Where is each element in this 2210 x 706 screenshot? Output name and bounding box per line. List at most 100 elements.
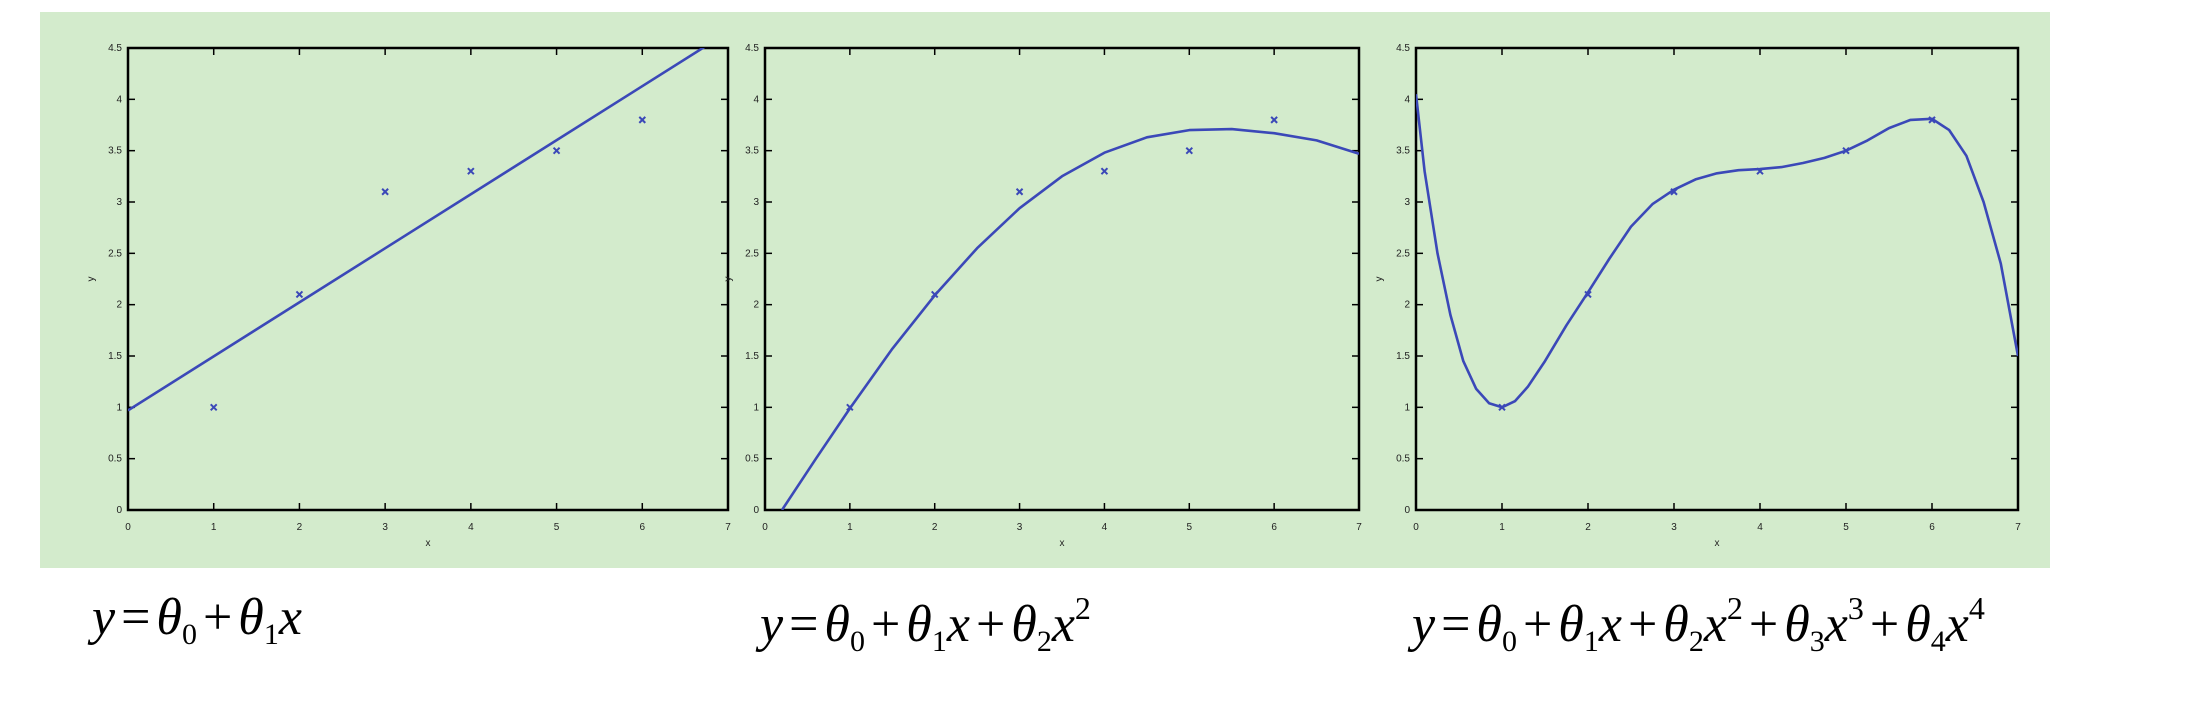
- equation-subscript: 4: [1930, 625, 1946, 658]
- equation-exponent: 2: [1074, 590, 1091, 626]
- equation-variable: x: [1598, 596, 1622, 653]
- equation-plus: +: [1869, 596, 1900, 653]
- data-point: [846, 403, 854, 412]
- x-tick-label: 2: [297, 522, 303, 533]
- x-tick-label: 2: [932, 522, 938, 533]
- equation-subscript: 2: [1036, 625, 1052, 658]
- data-point: [1584, 290, 1592, 299]
- equation-theta: θ: [1476, 596, 1502, 653]
- y-tick-label: 2: [1404, 300, 1410, 311]
- equation-subscript: 0: [1501, 625, 1517, 658]
- y-tick-label: 4: [753, 94, 759, 105]
- x-axis-label: x: [1715, 538, 1720, 549]
- linear-equation: y=θ0+θ1x: [92, 592, 302, 650]
- equation-theta: θ: [156, 589, 182, 646]
- equation-equals: =: [1441, 596, 1471, 653]
- equation-theta: θ: [906, 596, 932, 653]
- y-tick-label: 0.5: [1396, 454, 1410, 465]
- equation-subscript: 1: [931, 625, 947, 658]
- y-tick-label: 3: [753, 197, 759, 208]
- equation-subscript: 0: [181, 618, 197, 651]
- y-tick-label: 0.5: [745, 454, 759, 465]
- x-tick-label: 6: [640, 522, 646, 533]
- x-tick-label: 3: [1671, 522, 1677, 533]
- y-tick-label: 0: [116, 505, 122, 516]
- equation-lhs: y: [760, 596, 784, 653]
- x-tick-label: 2: [1585, 522, 1591, 533]
- data-point: [931, 290, 939, 299]
- y-axis-label: y: [1374, 277, 1385, 282]
- y-tick-label: 0: [753, 505, 759, 516]
- y-tick-label: 1: [753, 402, 759, 413]
- y-tick-label: 1.5: [108, 351, 122, 362]
- data-point: [295, 290, 304, 299]
- y-tick-label: 3.5: [745, 146, 759, 157]
- equation-equals: =: [121, 589, 151, 646]
- x-tick-label: 7: [1356, 522, 1362, 533]
- y-axis-label: y: [723, 277, 734, 282]
- data-point: [467, 167, 475, 175]
- equation-subscript: 3: [1809, 625, 1825, 658]
- data-point: [1756, 167, 1764, 175]
- data-point: [1100, 167, 1109, 175]
- y-tick-label: 3: [1404, 197, 1410, 208]
- axes-frame: [1414, 46, 2020, 512]
- x-tick-label: 7: [725, 522, 731, 533]
- equation-theta: θ: [238, 589, 264, 646]
- data-point: [1270, 116, 1278, 124]
- y-tick-label: 2: [116, 300, 122, 311]
- y-tick-label: 3.5: [108, 146, 122, 157]
- equation-variable: x: [1051, 596, 1075, 653]
- equation-equals: =: [789, 596, 819, 653]
- fit-curve: [128, 48, 706, 412]
- data-point: [210, 403, 218, 412]
- x-tick-label: 0: [762, 522, 768, 533]
- equation-theta: θ: [1558, 596, 1584, 653]
- equation-subscript: 1: [263, 618, 279, 651]
- data-point: [1015, 188, 1024, 196]
- equation-variable: x: [1945, 596, 1969, 653]
- y-tick-label: 2.5: [745, 248, 759, 259]
- x-tick-label: 5: [1187, 522, 1193, 533]
- equation-variable: x: [1703, 596, 1727, 653]
- x-tick-label: 0: [1413, 522, 1419, 533]
- equation-variable: x: [278, 589, 302, 646]
- data-point: [552, 146, 561, 155]
- x-tick-label: 4: [468, 522, 474, 533]
- data-point: [1670, 188, 1678, 196]
- y-tick-label: 4.5: [108, 43, 122, 54]
- equation-exponent: 3: [1847, 590, 1864, 626]
- y-tick-label: 3: [116, 197, 122, 208]
- equation-theta: θ: [1784, 596, 1810, 653]
- data-point: [638, 116, 646, 124]
- equation-subscript: 1: [1583, 625, 1599, 658]
- data-point: [1185, 146, 1193, 155]
- x-tick-label: 1: [211, 522, 217, 533]
- equation-plus: +: [1627, 596, 1658, 653]
- y-tick-label: 4.5: [745, 43, 759, 54]
- data-point: [381, 188, 389, 196]
- y-axis-label: y: [86, 277, 97, 282]
- x-tick-label: 1: [847, 522, 853, 533]
- y-tick-label: 4: [1404, 94, 1410, 105]
- data-point: [1842, 146, 1850, 155]
- axes-frame: [126, 46, 730, 512]
- y-tick-label: 4: [116, 94, 122, 105]
- x-tick-label: 3: [1017, 522, 1023, 533]
- axes-frame: [763, 46, 1361, 512]
- equation-variable: x: [1824, 596, 1848, 653]
- equation-lhs: y: [1412, 596, 1436, 653]
- equation-plus: +: [975, 596, 1006, 653]
- x-tick-label: 4: [1757, 522, 1763, 533]
- y-tick-label: 1: [1404, 402, 1410, 413]
- y-tick-label: 2: [753, 300, 759, 311]
- data-point: [1498, 403, 1506, 412]
- quartic-equation: y=θ0+θ1x+θ2x2+θ3x3+θ4x4: [1412, 592, 1985, 657]
- x-tick-label: 0: [125, 522, 131, 533]
- x-tick-label: 6: [1929, 522, 1935, 533]
- equation-plus: +: [1748, 596, 1779, 653]
- x-axis-label: x: [426, 538, 431, 549]
- equation-plus: +: [202, 589, 233, 646]
